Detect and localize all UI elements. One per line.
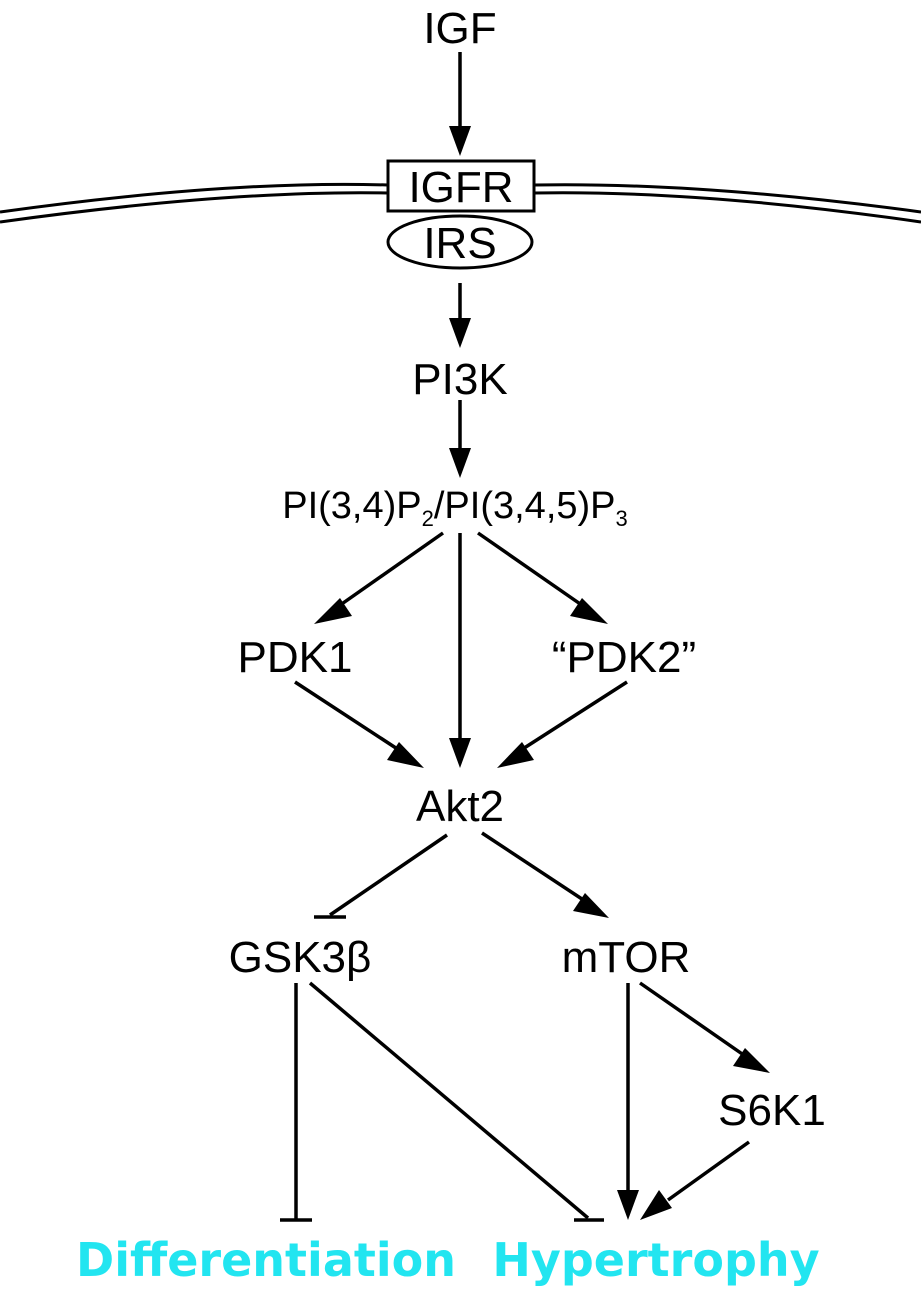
arrowhead-akt2-mtor (573, 893, 609, 918)
arrowhead-mtor-s6k1 (733, 1048, 770, 1073)
node-gsk3b: GSK3β (229, 933, 372, 982)
outcome-hypertrophy: Hypertrophy (492, 1233, 819, 1287)
node-irs: IRS (423, 219, 496, 268)
arrowhead-pip-pdk1 (314, 598, 352, 624)
edge-pdk2-to-akt2 (517, 680, 628, 754)
node-pdk2: “PDK2” (552, 633, 696, 682)
node-akt2: Akt2 (416, 782, 504, 831)
inhibition-edges (280, 833, 604, 1222)
membrane-inner-line (0, 191, 389, 224)
edge-pdk1-to-akt2 (294, 680, 403, 754)
pip-sub2: 3 (616, 506, 628, 531)
node-mtor: mTOR (562, 933, 691, 982)
arrowhead-pip-pdk2 (570, 598, 608, 624)
edge-gsk3b-inhibits-hypertrophy (308, 981, 590, 1220)
outcome-differentiation: Differentiation (76, 1233, 456, 1287)
edge-pip-to-pdk2 (477, 531, 587, 610)
activation-edges (294, 52, 770, 1220)
pip-part2: /PI(3,4,5)P (434, 485, 616, 527)
pip-part1: PI(3,4)P (282, 485, 421, 527)
node-igfr: IGFR (408, 163, 513, 212)
igfr-box (386, 159, 536, 213)
arrowhead-mtor-hypertrophy (617, 1190, 639, 1220)
arrowhead-s6k1-hypertrophy (640, 1190, 672, 1220)
arrowhead-pdk1-akt2 (387, 742, 424, 768)
node-pdk1: PDK1 (238, 633, 353, 682)
arrowhead-pi3k-pip (449, 448, 471, 478)
membrane-outer-line (0, 182, 389, 214)
pip-sub1: 2 (422, 506, 434, 531)
edge-mtor-to-s6k1 (639, 981, 749, 1060)
arrowhead-pip-akt2 (449, 738, 471, 768)
edge-pip-to-pdk1 (334, 531, 445, 610)
edge-akt2-to-mtor (481, 831, 589, 905)
membrane-outer-line-right (533, 183, 921, 214)
edge-s6k1-to-hypertrophy (666, 1140, 751, 1202)
irs-ellipse (386, 214, 534, 270)
arrowhead-irs-pi3k (449, 318, 471, 348)
arrowhead-igf-igfr (449, 126, 471, 156)
arrowhead-pdk2-akt2 (497, 742, 534, 768)
node-pi3k: PI3K (412, 355, 507, 404)
node-igf: IGF (423, 4, 496, 53)
edge-akt2-inhibits-gsk3b (329, 833, 448, 917)
membrane-inner-line-right (533, 191, 921, 224)
node-s6k1: S6K1 (718, 1086, 826, 1135)
cell-membrane (0, 182, 921, 224)
node-pip: PI(3,4)P2/PI(3,4,5)P3 (282, 485, 628, 531)
